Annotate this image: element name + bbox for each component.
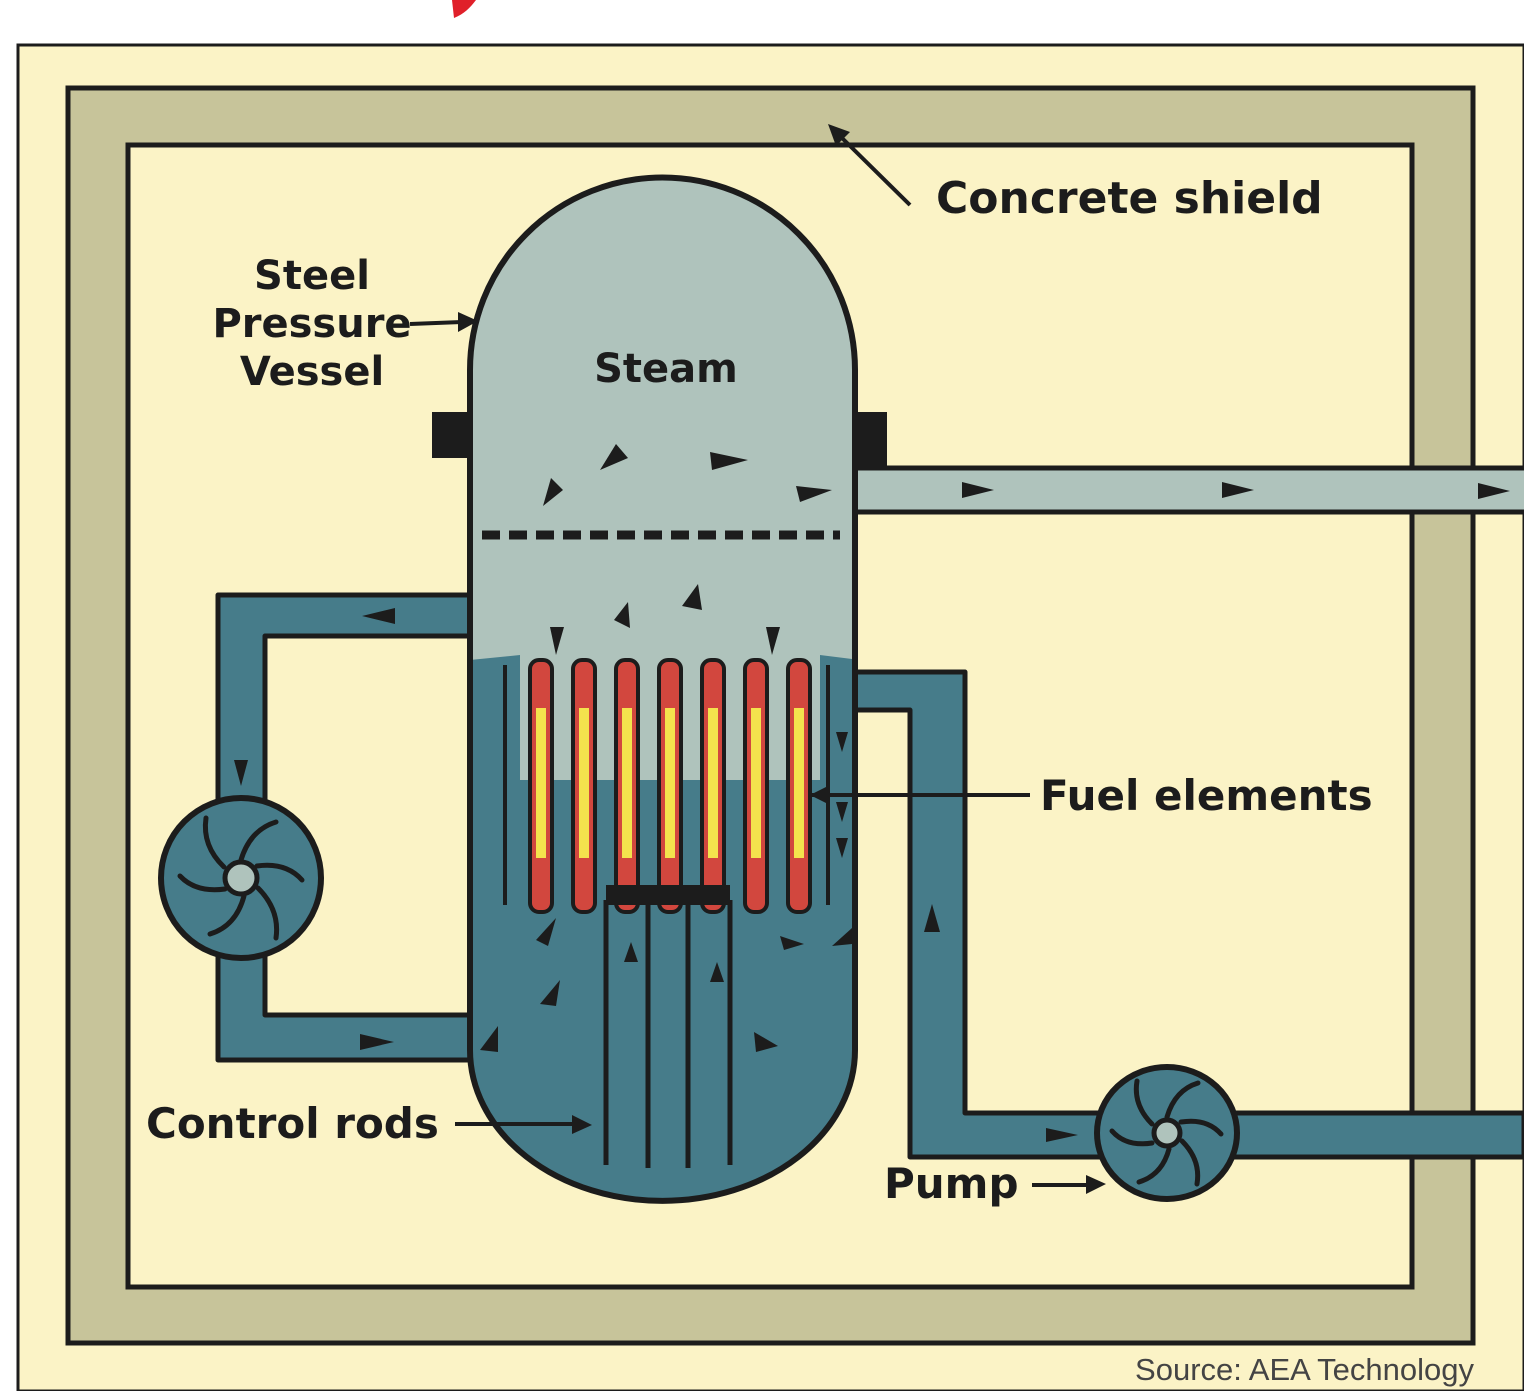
flow-arrow-icon	[780, 936, 804, 950]
steam-label: Steam	[594, 346, 738, 392]
steel-pressure-vessel-label-line3: Vessel	[240, 349, 384, 395]
flow-arrow-icon	[1478, 483, 1510, 499]
flow-arrow-icon	[543, 478, 563, 506]
fuel-element	[786, 658, 812, 914]
source-credit: Source: AEA Technology	[1135, 1352, 1474, 1387]
flow-arrow-icon	[360, 1034, 394, 1050]
flow-arrows	[234, 444, 1510, 1142]
steel-pressure-vessel-label-line1: Steel	[254, 253, 370, 299]
feed-pump-icon	[1094, 1064, 1240, 1202]
fuel-element	[571, 658, 597, 914]
fuel-element	[743, 658, 769, 914]
flow-arrow-icon	[962, 482, 994, 498]
flow-arrow-icon	[550, 627, 564, 655]
flow-arrow-icon	[362, 608, 395, 624]
pump-label: Pump	[884, 1159, 1019, 1208]
flow-arrow-icon	[710, 962, 724, 982]
flow-arrow-icon	[832, 928, 852, 946]
fuel-element	[528, 658, 554, 914]
flow-arrow-icon	[754, 1032, 778, 1052]
fuel-element	[657, 658, 683, 914]
leader-lines	[409, 124, 1106, 1194]
control-rods	[603, 885, 733, 1168]
fuel-elements	[528, 658, 812, 914]
fuel-element	[614, 658, 640, 914]
flow-arrow-icon	[796, 486, 832, 502]
flow-arrow-icon	[540, 980, 560, 1006]
flow-arrow-icon	[710, 452, 748, 470]
flow-arrow-icon	[766, 627, 780, 655]
concrete-shield-label: Concrete shield	[936, 173, 1323, 224]
flow-arrow-icon	[536, 918, 556, 946]
flow-arrow-icon	[614, 602, 630, 628]
header-fragment	[452, 0, 476, 18]
fuel-element	[700, 658, 726, 914]
flow-arrow-icon	[836, 732, 848, 752]
flow-arrow-icon	[1222, 482, 1254, 498]
flow-arrow-icon	[234, 760, 248, 786]
flow-arrow-icon	[624, 942, 638, 962]
flow-arrow-icon	[836, 802, 848, 822]
recirculation-pump-icon	[158, 795, 324, 961]
control-rods-label: Control rods	[146, 1099, 439, 1148]
flow-arrow-icon	[836, 838, 848, 858]
flow-arrow-icon	[1046, 1128, 1078, 1142]
flow-arrow-icon	[924, 904, 940, 932]
steam-outlet-pipe	[850, 465, 1524, 515]
steel-pressure-vessel-label-line2: Pressure	[212, 301, 411, 347]
flow-arrow-icon	[682, 584, 702, 610]
flow-arrow-icon	[600, 444, 628, 470]
fuel-elements-label: Fuel elements	[1040, 771, 1373, 820]
flow-arrow-icon	[480, 1026, 498, 1052]
concrete-shield	[65, 85, 1476, 1346]
